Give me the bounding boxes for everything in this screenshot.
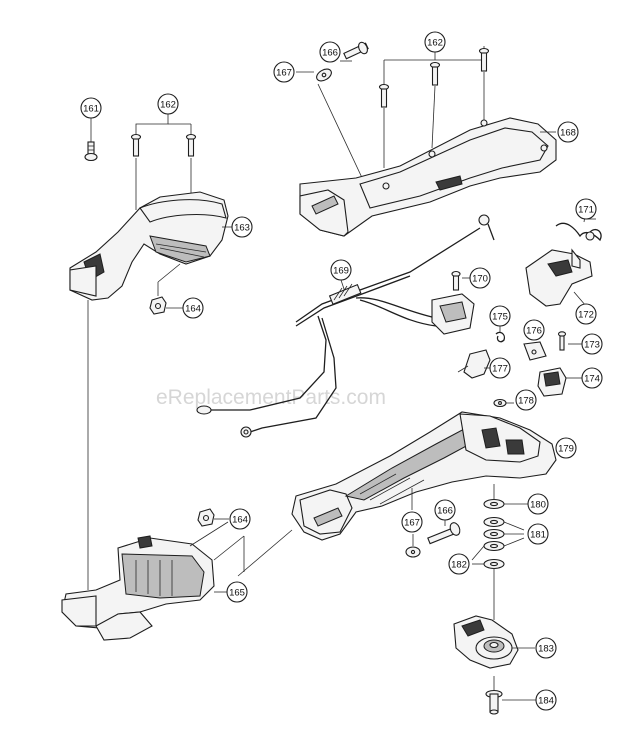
svg-text:172: 172 xyxy=(578,310,594,321)
lock-button-174 xyxy=(537,367,582,397)
svg-text:184: 184 xyxy=(538,696,554,707)
svg-text:170: 170 xyxy=(472,274,488,285)
svg-text:167: 167 xyxy=(276,68,292,79)
watermark-text: eReplacementParts.com xyxy=(156,386,386,409)
svg-text:179: 179 xyxy=(558,444,574,455)
washer-178 xyxy=(493,398,514,408)
callout-169: 169 xyxy=(330,259,352,281)
svg-text:175: 175 xyxy=(492,312,508,323)
callout-162-upper: 162 xyxy=(424,31,446,53)
throttle-cable-169 xyxy=(196,214,495,438)
washer-167-top xyxy=(296,68,365,183)
svg-text:174: 174 xyxy=(584,374,600,385)
svg-text:182: 182 xyxy=(451,560,467,571)
front-handle-clamp-lower-165 xyxy=(61,521,245,641)
callout-184: 184 xyxy=(535,689,557,711)
svg-text:166: 166 xyxy=(322,48,338,59)
callout-173: 173 xyxy=(581,333,603,355)
switch-plate-176 xyxy=(523,330,547,361)
svg-text:165: 165 xyxy=(229,588,245,599)
pin-184 xyxy=(485,676,536,715)
svg-text:162: 162 xyxy=(160,100,176,111)
svg-text:178: 178 xyxy=(518,396,534,407)
svg-text:162: 162 xyxy=(427,38,443,49)
svg-text:163: 163 xyxy=(234,223,250,234)
screws-162-upper xyxy=(378,46,490,168)
svg-text:167: 167 xyxy=(404,518,420,529)
callout-164-lower: 164 xyxy=(229,508,251,530)
callout-166-lower: 166 xyxy=(434,499,456,521)
callout-183: 183 xyxy=(535,637,557,659)
callout-165: 165 xyxy=(226,581,248,603)
svg-text:177: 177 xyxy=(492,364,508,375)
callout-178: 178 xyxy=(515,389,537,411)
callout-164-top: 164 xyxy=(182,297,204,319)
svg-text:168: 168 xyxy=(560,128,576,139)
callout-176: 176 xyxy=(523,319,545,341)
callout-161: 161 xyxy=(80,97,102,119)
screws-162-left xyxy=(130,114,197,210)
nut-164-top xyxy=(149,263,183,315)
screw-166-top xyxy=(340,41,369,62)
callout-163: 163 xyxy=(231,216,253,238)
callout-175: 175 xyxy=(489,305,511,327)
callout-177: 177 xyxy=(489,357,511,379)
svg-text:164: 164 xyxy=(232,515,248,526)
callout-168: 168 xyxy=(557,121,579,143)
spring-175 xyxy=(495,326,506,343)
callout-182: 182 xyxy=(448,553,470,575)
callout-179: 179 xyxy=(555,437,577,459)
svg-text:166: 166 xyxy=(437,506,453,517)
svg-text:173: 173 xyxy=(584,340,600,351)
swivel-base-183 xyxy=(453,615,535,669)
callout-174: 174 xyxy=(581,367,603,389)
switch-170 xyxy=(431,270,475,335)
throttle-trigger-172 xyxy=(525,248,593,307)
washers-180-182 xyxy=(471,484,528,620)
callout-162-left: 162 xyxy=(157,93,179,115)
callout-167-top: 167 xyxy=(273,61,295,83)
screw-166-lower xyxy=(427,520,461,545)
svg-text:169: 169 xyxy=(333,266,349,277)
washer-167-lower xyxy=(405,488,421,558)
callout-170: 170 xyxy=(469,267,491,289)
callout-172: 172 xyxy=(575,303,597,325)
callout-167-lower: 167 xyxy=(401,511,423,533)
svg-text:164: 164 xyxy=(185,304,201,315)
rear-handle-cover-168 xyxy=(299,117,557,237)
callout-166-top: 166 xyxy=(319,41,341,63)
screw-173 xyxy=(557,331,582,351)
svg-text:176: 176 xyxy=(526,326,542,337)
svg-text:171: 171 xyxy=(578,205,594,216)
front-handle-clamp-upper-163 xyxy=(69,191,232,301)
main-handle-housing-179 xyxy=(291,411,566,541)
svg-text:161: 161 xyxy=(83,104,99,115)
terminal-177 xyxy=(457,349,491,379)
callout-171: 171 xyxy=(575,198,597,220)
svg-text:181: 181 xyxy=(530,530,546,541)
nut-164-lower xyxy=(197,508,229,527)
svg-text:183: 183 xyxy=(538,644,554,655)
screw-161 xyxy=(84,118,98,162)
callout-180: 180 xyxy=(527,493,549,515)
svg-text:180: 180 xyxy=(530,500,546,511)
callout-181: 181 xyxy=(527,523,549,545)
